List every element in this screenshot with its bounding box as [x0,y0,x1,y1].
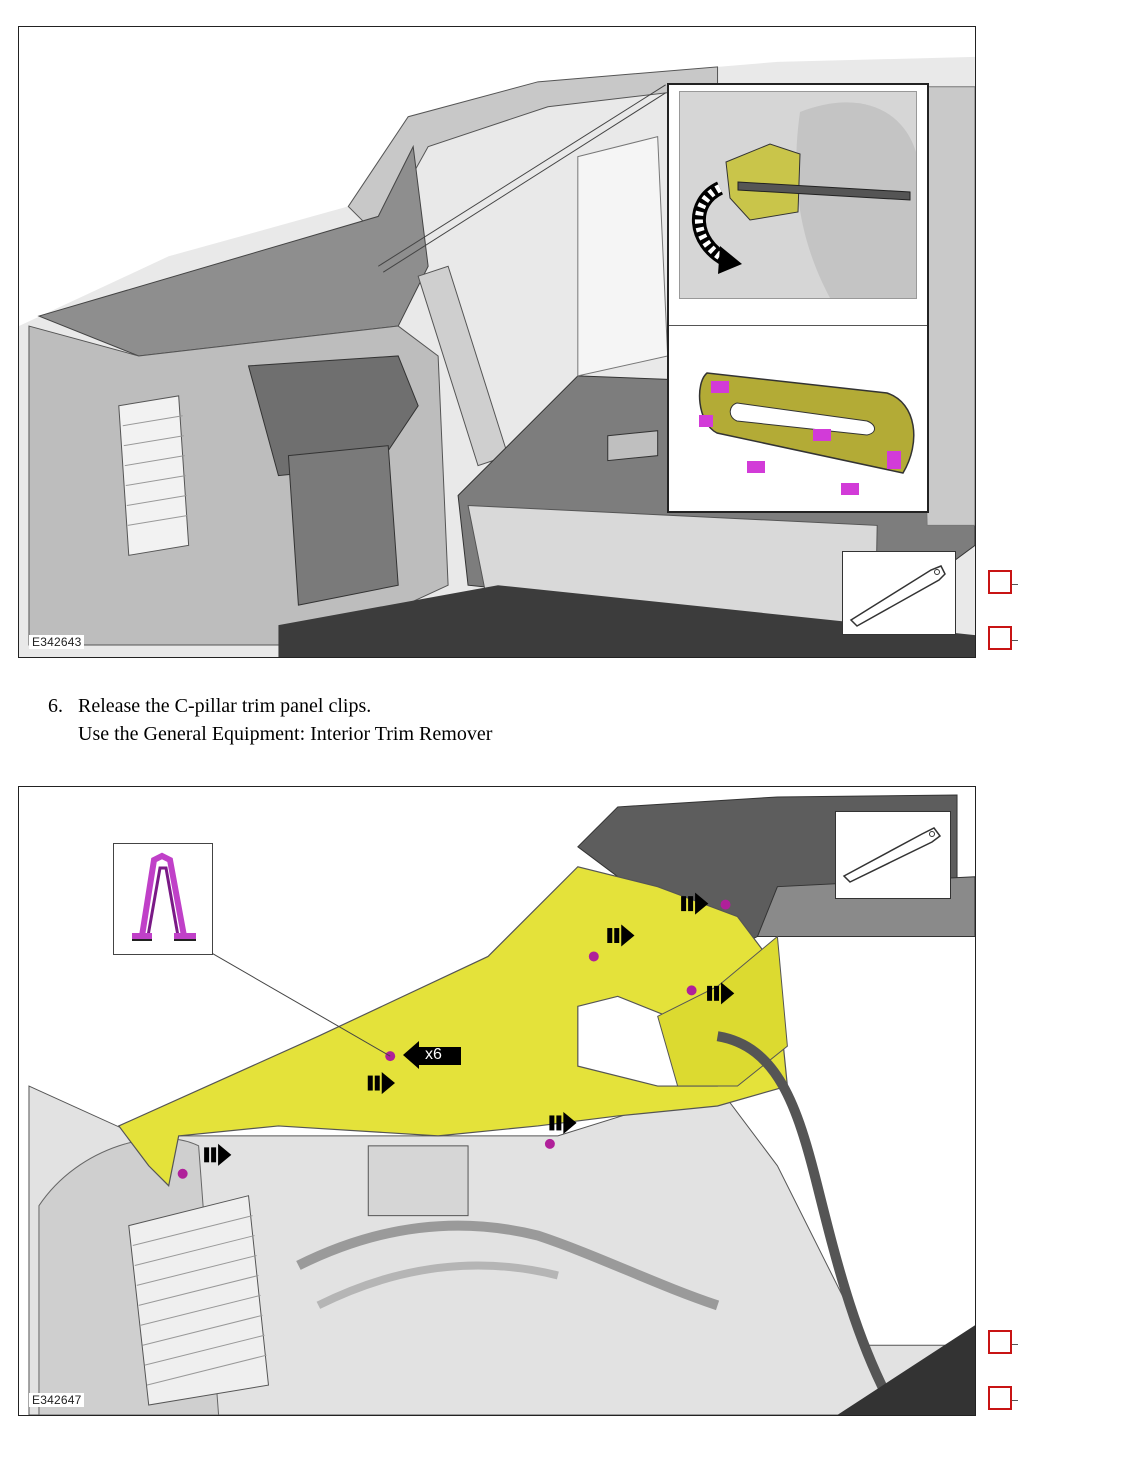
detail-inset [667,83,929,513]
checkbox[interactable] [988,1386,1018,1410]
interior-trim-remover-icon [835,811,951,899]
trim-remover-pry-icon [680,92,916,298]
inset-pry-detail [679,91,917,299]
interior-trim-remover-icon [842,551,956,635]
trim-clip-icon [113,843,213,955]
c-pillar-trim-illustration [19,787,975,1415]
checkbox[interactable] [988,1330,1018,1354]
inset-clip-bracket [677,333,921,505]
callout-x6: x6 [403,1041,461,1069]
step-number: 6. [48,695,63,717]
step-equipment: Use the General Equipment: Interior Trim… [78,723,493,745]
figure-id-label: E342647 [29,1393,85,1407]
inset-divider [669,325,927,326]
figure-e342647: x6 E342647 [18,786,976,1416]
trim-clip-bracket-icon [698,372,915,495]
checkbox[interactable] [988,570,1018,594]
step-instruction: Release the C-pillar trim panel clips. [78,695,372,717]
figure-id-label: E342643 [29,635,85,649]
callout-count: x6 [425,1046,442,1063]
rotate-arrow-icon [691,181,742,274]
figure-e342643: E342643 [18,26,976,658]
checkbox[interactable] [988,626,1018,650]
